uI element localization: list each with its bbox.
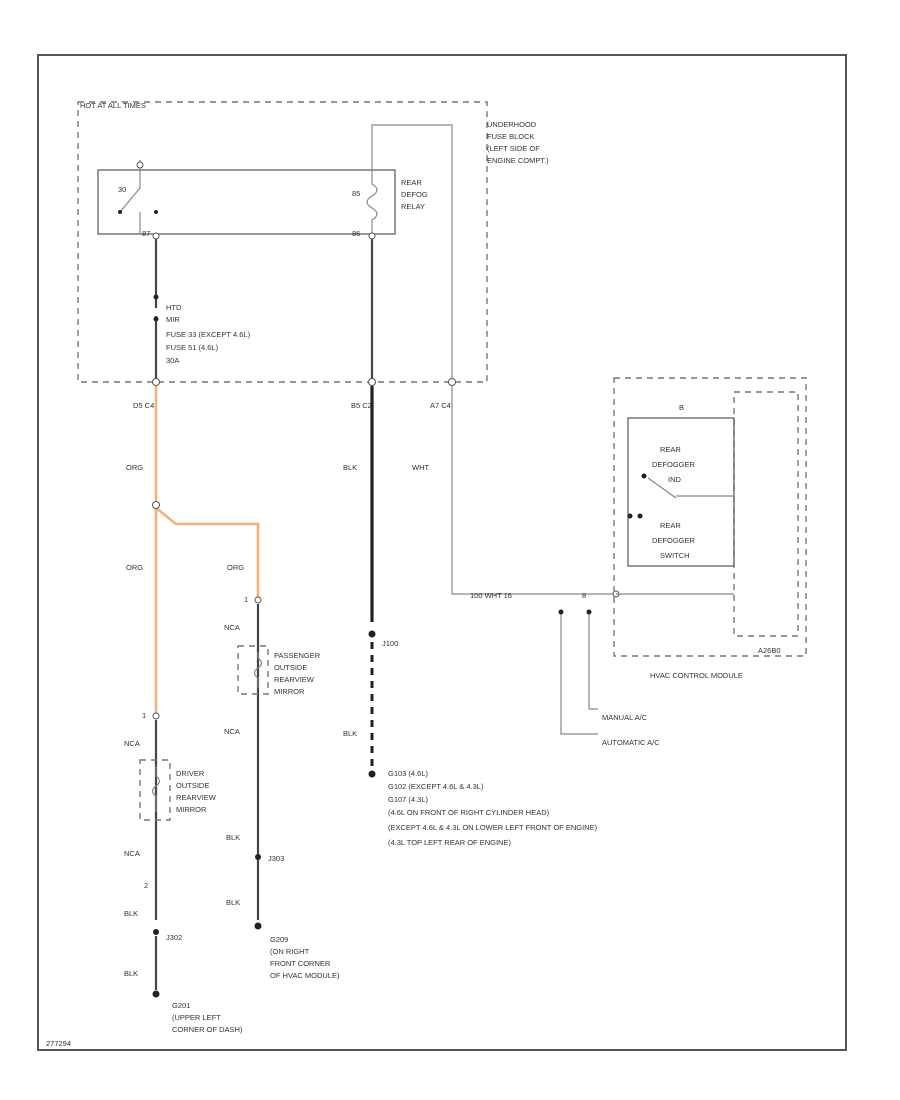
manual-ac-leader: [588, 610, 598, 710]
ground-g209-dot: [254, 922, 262, 930]
splice-j302-label: J302: [166, 933, 182, 942]
passenger-mirror-heater: [253, 652, 263, 688]
automatic-ac-label: AUTOMATIC A/C: [602, 738, 660, 747]
passenger-mirror-box: [237, 645, 269, 695]
fuse-block-outline: [77, 101, 488, 383]
splice-j303-dot: [255, 854, 261, 860]
ground-g201-label: G201 (UPPER LEFT CORNER OF DASH): [172, 1001, 243, 1034]
passenger-mirror-label: PASSENGER OUTSIDE REARVIEW MIRROR: [274, 651, 322, 696]
connector-2-label: B5 C2: [351, 401, 372, 410]
black-wire-label-2: BLK: [343, 729, 357, 738]
hvac-switch-right-dot: [637, 513, 643, 519]
relay-switch: [119, 170, 141, 234]
engine-ground-notes: G103 (4.6L) G102 (EXCEPT 4.6L & 4.3L) G1…: [388, 769, 599, 847]
driver-mirror-pin-1: [152, 712, 160, 720]
passenger-mirror-pin-1: [254, 596, 262, 604]
fuse-dot-bottom: [153, 316, 159, 322]
figure-id: 277294: [46, 1039, 71, 1048]
orange-wire-label-2: ORG: [126, 563, 143, 572]
passenger-nca-label-2: NCA: [224, 727, 240, 736]
rear-defogger-ind-label: REAR DEFOGGER IND: [652, 445, 697, 484]
driver-blk-label-1: BLK: [124, 909, 138, 918]
white-wire: [451, 386, 614, 595]
rear-defogger-switch-label: REAR DEFOGGER SWITCH: [652, 521, 697, 560]
connector-1-label: D5 C4: [133, 401, 154, 410]
passenger-blk-label-1: BLK: [226, 833, 240, 842]
hvac-module-inner: [733, 391, 799, 637]
relay-pin-85: 85: [352, 189, 360, 198]
splice-j303-label: J303: [268, 854, 284, 863]
automatic-ac-pin: [558, 609, 564, 615]
connector-3-label: A7 C4: [430, 401, 451, 410]
hvac-switch-pivot: [641, 473, 647, 479]
driver-nca-label-2: NCA: [124, 849, 140, 858]
driver-pin-top: 1: [142, 711, 146, 720]
diagram-frame: [37, 54, 847, 1051]
orange-wire-branch: [155, 506, 260, 598]
rear-defog-relay-label: REAR DEFOG RELAY: [401, 178, 430, 211]
passenger-pin-top: 1: [244, 595, 248, 604]
fuse-block-label: UNDERHOOD FUSE BLOCK (LEFT SIDE OF ENGIN…: [487, 120, 549, 165]
ground-g201-dot: [152, 990, 160, 998]
relay-pin-86: 86: [352, 229, 360, 238]
manual-ac-label: MANUAL A/C: [602, 713, 648, 722]
splice-j100-dot: [368, 630, 376, 638]
rear-defog-relay-box: [97, 169, 396, 235]
fuse-label: HTD MIR FUSE 33 (EXCEPT 4.6L) FUSE 51 (4…: [166, 303, 252, 365]
white-wire-label: WHT: [412, 463, 429, 472]
hvac-module-code: A26B0: [758, 646, 781, 655]
hvac-top-pin: B: [679, 403, 684, 412]
relay-pin-30: 30: [118, 185, 126, 194]
automatic-ac-leader: [560, 610, 598, 735]
orange-splice: [152, 501, 160, 509]
driver-mirror-heater: [151, 766, 161, 812]
connector-c4-a7: [448, 378, 456, 386]
driver-nca-label-1: NCA: [124, 739, 140, 748]
splice-j100-label: J100: [382, 639, 398, 648]
relay-coil-feed-wire: [371, 124, 453, 380]
engine-ground-dot: [368, 770, 376, 778]
driver-mirror-box: [139, 759, 171, 821]
relay-switch-pivot: [118, 210, 122, 214]
hot-at-all-times-label: HOT AT ALL TIMES: [80, 101, 146, 110]
driver-blk-label-2: BLK: [124, 969, 138, 978]
hvac-connector-label: 100 WHT 16: [470, 591, 512, 600]
relay-feed-pin: [136, 161, 144, 169]
ground-g209-label: G209 (ON RIGHT FRONT CORNER OF HVAC MODU…: [270, 935, 340, 980]
relay-output-pin: [152, 232, 160, 240]
hvac-module-outline: [613, 377, 807, 657]
passenger-nca-label-1: NCA: [224, 623, 240, 632]
passenger-blk-label-2: BLK: [226, 898, 240, 907]
connector-c2-b5: [368, 378, 376, 386]
orange-wire-label-3: ORG: [227, 563, 244, 572]
black-wire-label-1: BLK: [343, 463, 357, 472]
connector-c4-d5: [152, 378, 160, 386]
hvac-control-module-label: HVAC CONTROL MODULE: [650, 671, 743, 680]
splice-j302-dot: [153, 929, 159, 935]
hvac-switch-contact: [647, 477, 734, 499]
hvac-switch-left-dot: [627, 513, 633, 519]
relay-coil: [366, 170, 378, 234]
hvac-connector-pin: 8: [582, 591, 586, 600]
manual-ac-pin: [586, 609, 592, 615]
driver-mirror-label: DRIVER OUTSIDE REARVIEW MIRROR: [176, 769, 218, 814]
relay-coil-out-pin: [368, 232, 376, 240]
driver-pin-bottom: 2: [144, 881, 148, 890]
relay-pin-87: 87: [142, 229, 150, 238]
relay-switch-contact: [154, 210, 158, 214]
orange-wire-label-1: ORG: [126, 463, 143, 472]
hvac-switch-box: [627, 417, 735, 567]
fuse-dot-top: [153, 294, 159, 300]
